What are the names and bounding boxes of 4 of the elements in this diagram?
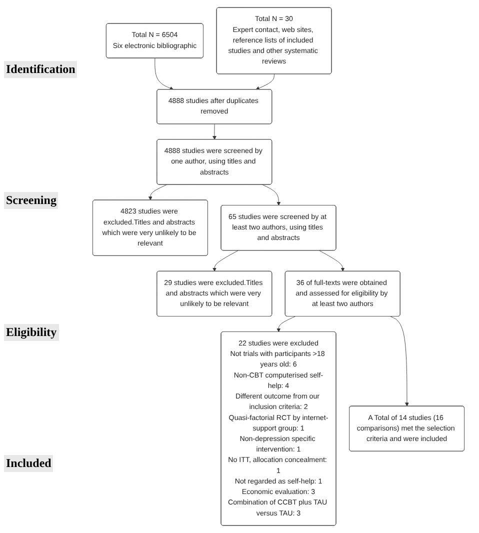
stage-label: Included (4, 454, 54, 472)
stage-label: Eligibility (4, 324, 59, 341)
stage-label: Identification (4, 61, 78, 78)
stage-label: Screening (4, 192, 58, 210)
